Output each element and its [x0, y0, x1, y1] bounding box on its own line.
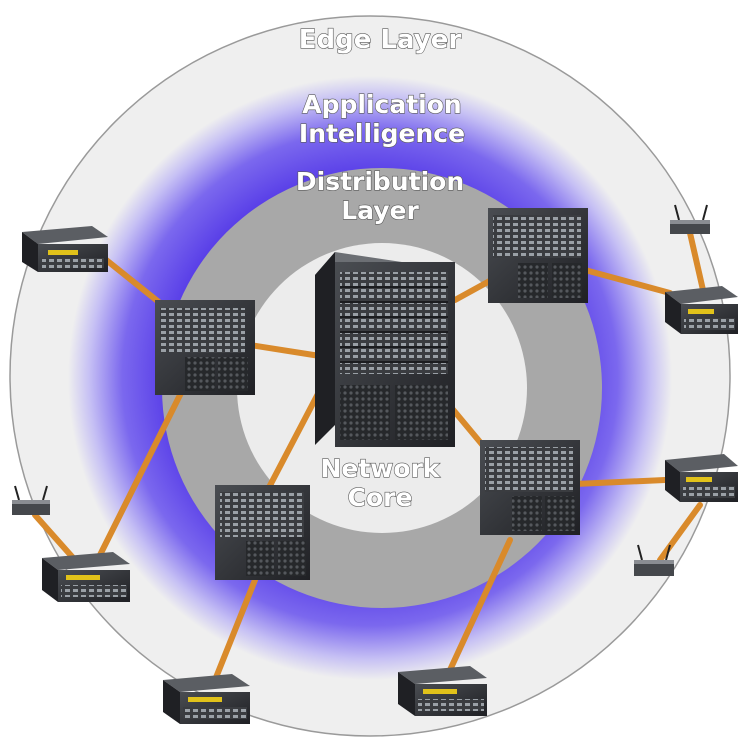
- core-switch-chassis-icon: [315, 252, 455, 447]
- access-switch-icon: [665, 454, 738, 502]
- network-core-label-line1: Network: [320, 454, 440, 483]
- wireless-access-point-icon: [634, 544, 674, 576]
- edge-layer-label: Edge Layer: [299, 25, 462, 55]
- access-switch-icon: [22, 226, 108, 272]
- wireless-access-point-icon: [12, 485, 50, 515]
- access-switch-icon: [665, 286, 738, 334]
- link-edge-left-top: [97, 252, 168, 310]
- link-dist-bottom-edge: [212, 577, 258, 683]
- distribution-switch-icon: [480, 440, 580, 535]
- access-switch-icon: [398, 666, 487, 716]
- link-dist-right-bottom-edge-bottom: [447, 537, 513, 673]
- application-intelligence-label-line1: Application: [302, 90, 461, 119]
- wireless-access-point-icon: [670, 204, 710, 234]
- link-dist-left-dist-bottom: [97, 382, 188, 558]
- link-dist-right-top-edge: [582, 267, 673, 296]
- distribution-layer-label-line1: Distribution: [296, 167, 464, 196]
- network-links: [32, 230, 706, 683]
- distribution-layer-label-line2: Layer: [341, 196, 419, 225]
- link-core-dist-bottom: [262, 387, 323, 498]
- distribution-switch-icon: [215, 485, 310, 580]
- distribution-switch-icon: [488, 208, 588, 303]
- link-ap-right-top: [687, 230, 706, 293]
- application-intelligence-label-line2: Intelligence: [299, 119, 465, 148]
- network-core-label-line2: Core: [348, 483, 413, 512]
- distribution-switch-icon: [155, 300, 255, 395]
- link-ap-right-bottom: [657, 502, 703, 563]
- link-ap-left: [32, 512, 78, 563]
- link-dist-right-bottom-edge: [572, 477, 668, 487]
- access-switch-icon: [163, 674, 250, 724]
- access-switch-icon: [42, 552, 130, 602]
- link-dist-left-core: [247, 342, 323, 359]
